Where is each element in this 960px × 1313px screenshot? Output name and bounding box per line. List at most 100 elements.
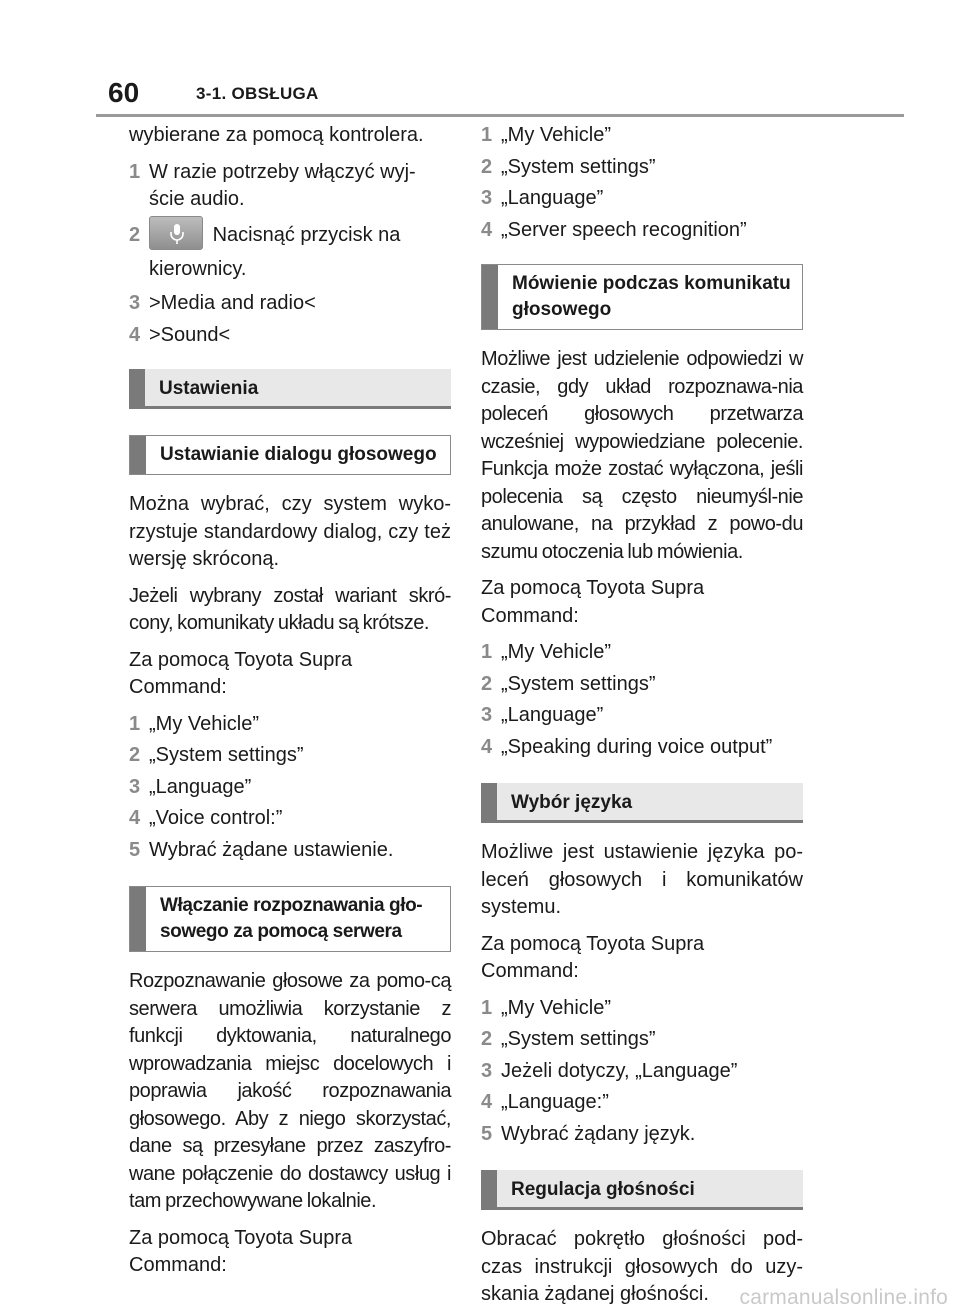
subheading-bar <box>482 265 498 329</box>
watermark: carmanualsonline.info <box>739 1286 948 1309</box>
paragraph-volume: Obracać pokrętło głośności pod-czas inst… <box>481 1228 803 1305</box>
step-1: 1 W razie potrzeby włączyć wyj-ście audi… <box>129 159 451 214</box>
step-text: >Sound< <box>149 323 231 346</box>
heading-bar <box>481 1170 497 1207</box>
command-intro: Za pomocą Toyota Supra Command: <box>129 648 353 699</box>
heading-language: Wybór języka <box>481 783 803 823</box>
paragraph-server: Rozpoznawanie głosowe za pomo-cą serwera… <box>129 970 451 1213</box>
step-4: 4 „Voice control:” <box>129 805 451 833</box>
command-intro: Za pomocą Toyota Supra Command: <box>481 932 705 983</box>
step-number: 2 <box>481 672 493 695</box>
paragraph-short: Jeżeli wybrany został wariant skró-cony,… <box>129 584 451 635</box>
step-text: „Voice control:” <box>149 807 283 830</box>
step-text: „Server speech recognition” <box>501 218 747 241</box>
heading-bar <box>129 369 145 407</box>
subheading-bar <box>130 887 146 952</box>
step-2: 2 „System settings” <box>481 1026 803 1054</box>
step-4: 4 „Language:” <box>481 1089 803 1117</box>
step-5: 5 Wybrać żądany język. <box>481 1121 803 1149</box>
step-1: 1 „My Vehicle” <box>481 639 803 667</box>
step-number: 4 <box>481 218 493 241</box>
subheading-bar <box>130 436 146 475</box>
step-3: 3 „Language” <box>129 774 451 802</box>
subheading-text: Włączanie rozpoznawania gło-sowego za po… <box>160 895 423 943</box>
step-text: „Language” <box>149 775 252 798</box>
step-number: 5 <box>129 838 141 861</box>
step-text: „My Vehicle” <box>149 712 260 735</box>
step-2: 2 „System settings” <box>481 671 803 699</box>
step-number: 1 <box>481 641 493 663</box>
paragraph-language: Możliwe jest ustawienie języka po-leceń … <box>481 841 803 918</box>
heading-text: Wybór języka <box>511 792 633 813</box>
step-text: „My Vehicle” <box>501 641 612 663</box>
step-text: Jeżeli dotyczy, „Language” <box>501 1059 738 1082</box>
subheading-text: Mówienie podczas komunikatu głosowego <box>512 273 791 320</box>
step-number: 3 <box>481 187 493 209</box>
step-number: 1 <box>481 124 493 146</box>
microphone-icon <box>170 224 184 245</box>
step-number: 2 <box>129 223 141 246</box>
heading-text: Regulacja głośności <box>511 1179 695 1200</box>
step-text: „Language” <box>501 187 604 209</box>
paragraph-speaking: Możliwe jest udzielenie odpowiedzi w cza… <box>481 348 803 563</box>
step-text: Wybrać żądany język. <box>501 1122 696 1145</box>
step-1: 1 „My Vehicle” <box>481 995 803 1023</box>
section-title: 3-1. OBSŁUGA <box>196 84 319 103</box>
command-intro: Za pomocą Toyota Supra Command: <box>481 577 705 627</box>
step-4: 4 „Server speech recognition” <box>481 217 803 245</box>
step-number: 1 <box>129 712 141 735</box>
step-4: 4 „Speaking during voice output” <box>481 734 803 762</box>
step-text: „My Vehicle” <box>501 124 612 146</box>
step-3: 3 Jeżeli dotyczy, „Language” <box>481 1058 803 1086</box>
step-number: 5 <box>481 1122 493 1145</box>
step-number: 3 <box>481 704 493 726</box>
step-number: 2 <box>129 744 141 767</box>
step-text: „My Vehicle” <box>501 996 612 1019</box>
page-number: 60 <box>108 77 140 108</box>
step-number: 3 <box>129 775 141 798</box>
step-3: 3 „Language” <box>481 185 803 213</box>
heading-volume: Regulacja głośności <box>481 1170 803 1210</box>
step-text: >Media and radio< <box>149 292 316 315</box>
subheading-text: Ustawianie dialogu głosowego <box>160 444 437 466</box>
paragraph-dialog: Można wybrać, czy system wyko-rzystuje s… <box>129 493 451 571</box>
heading-text: Ustawienia <box>159 378 259 400</box>
heading-settings: Ustawienia <box>129 369 451 410</box>
subheading-server: Włączanie rozpoznawania gło-sowego za po… <box>129 886 451 953</box>
step-text: Nacisnąć przycisk na kierownicy. <box>149 223 401 281</box>
subheading-dialog: Ustawianie dialogu głosowego <box>129 435 451 476</box>
command-intro: Za pomocą Toyota Supra Command: <box>129 1226 353 1277</box>
step-text: „Language” <box>501 704 604 726</box>
step-1: 1 „My Vehicle” <box>129 711 451 739</box>
step-2: 2 „System settings” <box>129 742 451 770</box>
step-4: 4 >Sound< <box>129 322 451 350</box>
step-number: 1 <box>129 160 141 183</box>
step-text: „Language:” <box>501 1091 609 1113</box>
step-text: „System settings” <box>501 1028 656 1050</box>
step-number: 3 <box>481 1059 493 1082</box>
step-2: 2 Nacisnąć przycisk na kierownicy. <box>129 216 451 287</box>
step-text: „Speaking during voice output” <box>501 735 773 758</box>
step-1: 1 „My Vehicle” <box>481 122 803 150</box>
step-3: 3 >Media and radio< <box>129 290 451 318</box>
step-text: W razie potrzeby włączyć wyj-ście audio. <box>149 160 416 211</box>
step-number: 2 <box>481 155 493 178</box>
header-rule <box>96 114 904 117</box>
step-number: 2 <box>481 1028 493 1050</box>
step-number: 1 <box>481 996 493 1019</box>
step-number: 4 <box>129 807 141 830</box>
subheading-speaking: Mówienie podczas komunikatu głosowego <box>481 264 803 330</box>
right-column: 1 „My Vehicle” 2 „System settings” 3 „La… <box>481 122 803 1313</box>
step-number: 4 <box>481 1091 493 1113</box>
step-text: Wybrać żądane ustawienie. <box>149 838 394 861</box>
step-text: „System settings” <box>149 744 304 767</box>
step-number: 4 <box>129 323 141 346</box>
step-2: 2 „System settings” <box>481 154 803 182</box>
step-text: „System settings” <box>501 672 656 695</box>
step-number: 3 <box>129 292 141 315</box>
steering-voice-button <box>149 216 203 251</box>
step-5: 5 Wybrać żądane ustawienie. <box>129 837 451 865</box>
left-column: wybierane za pomocą kontrolera. 1 W razi… <box>129 122 451 1289</box>
intro-text: wybierane za pomocą kontrolera. <box>129 124 424 146</box>
step-3: 3 „Language” <box>481 702 803 730</box>
